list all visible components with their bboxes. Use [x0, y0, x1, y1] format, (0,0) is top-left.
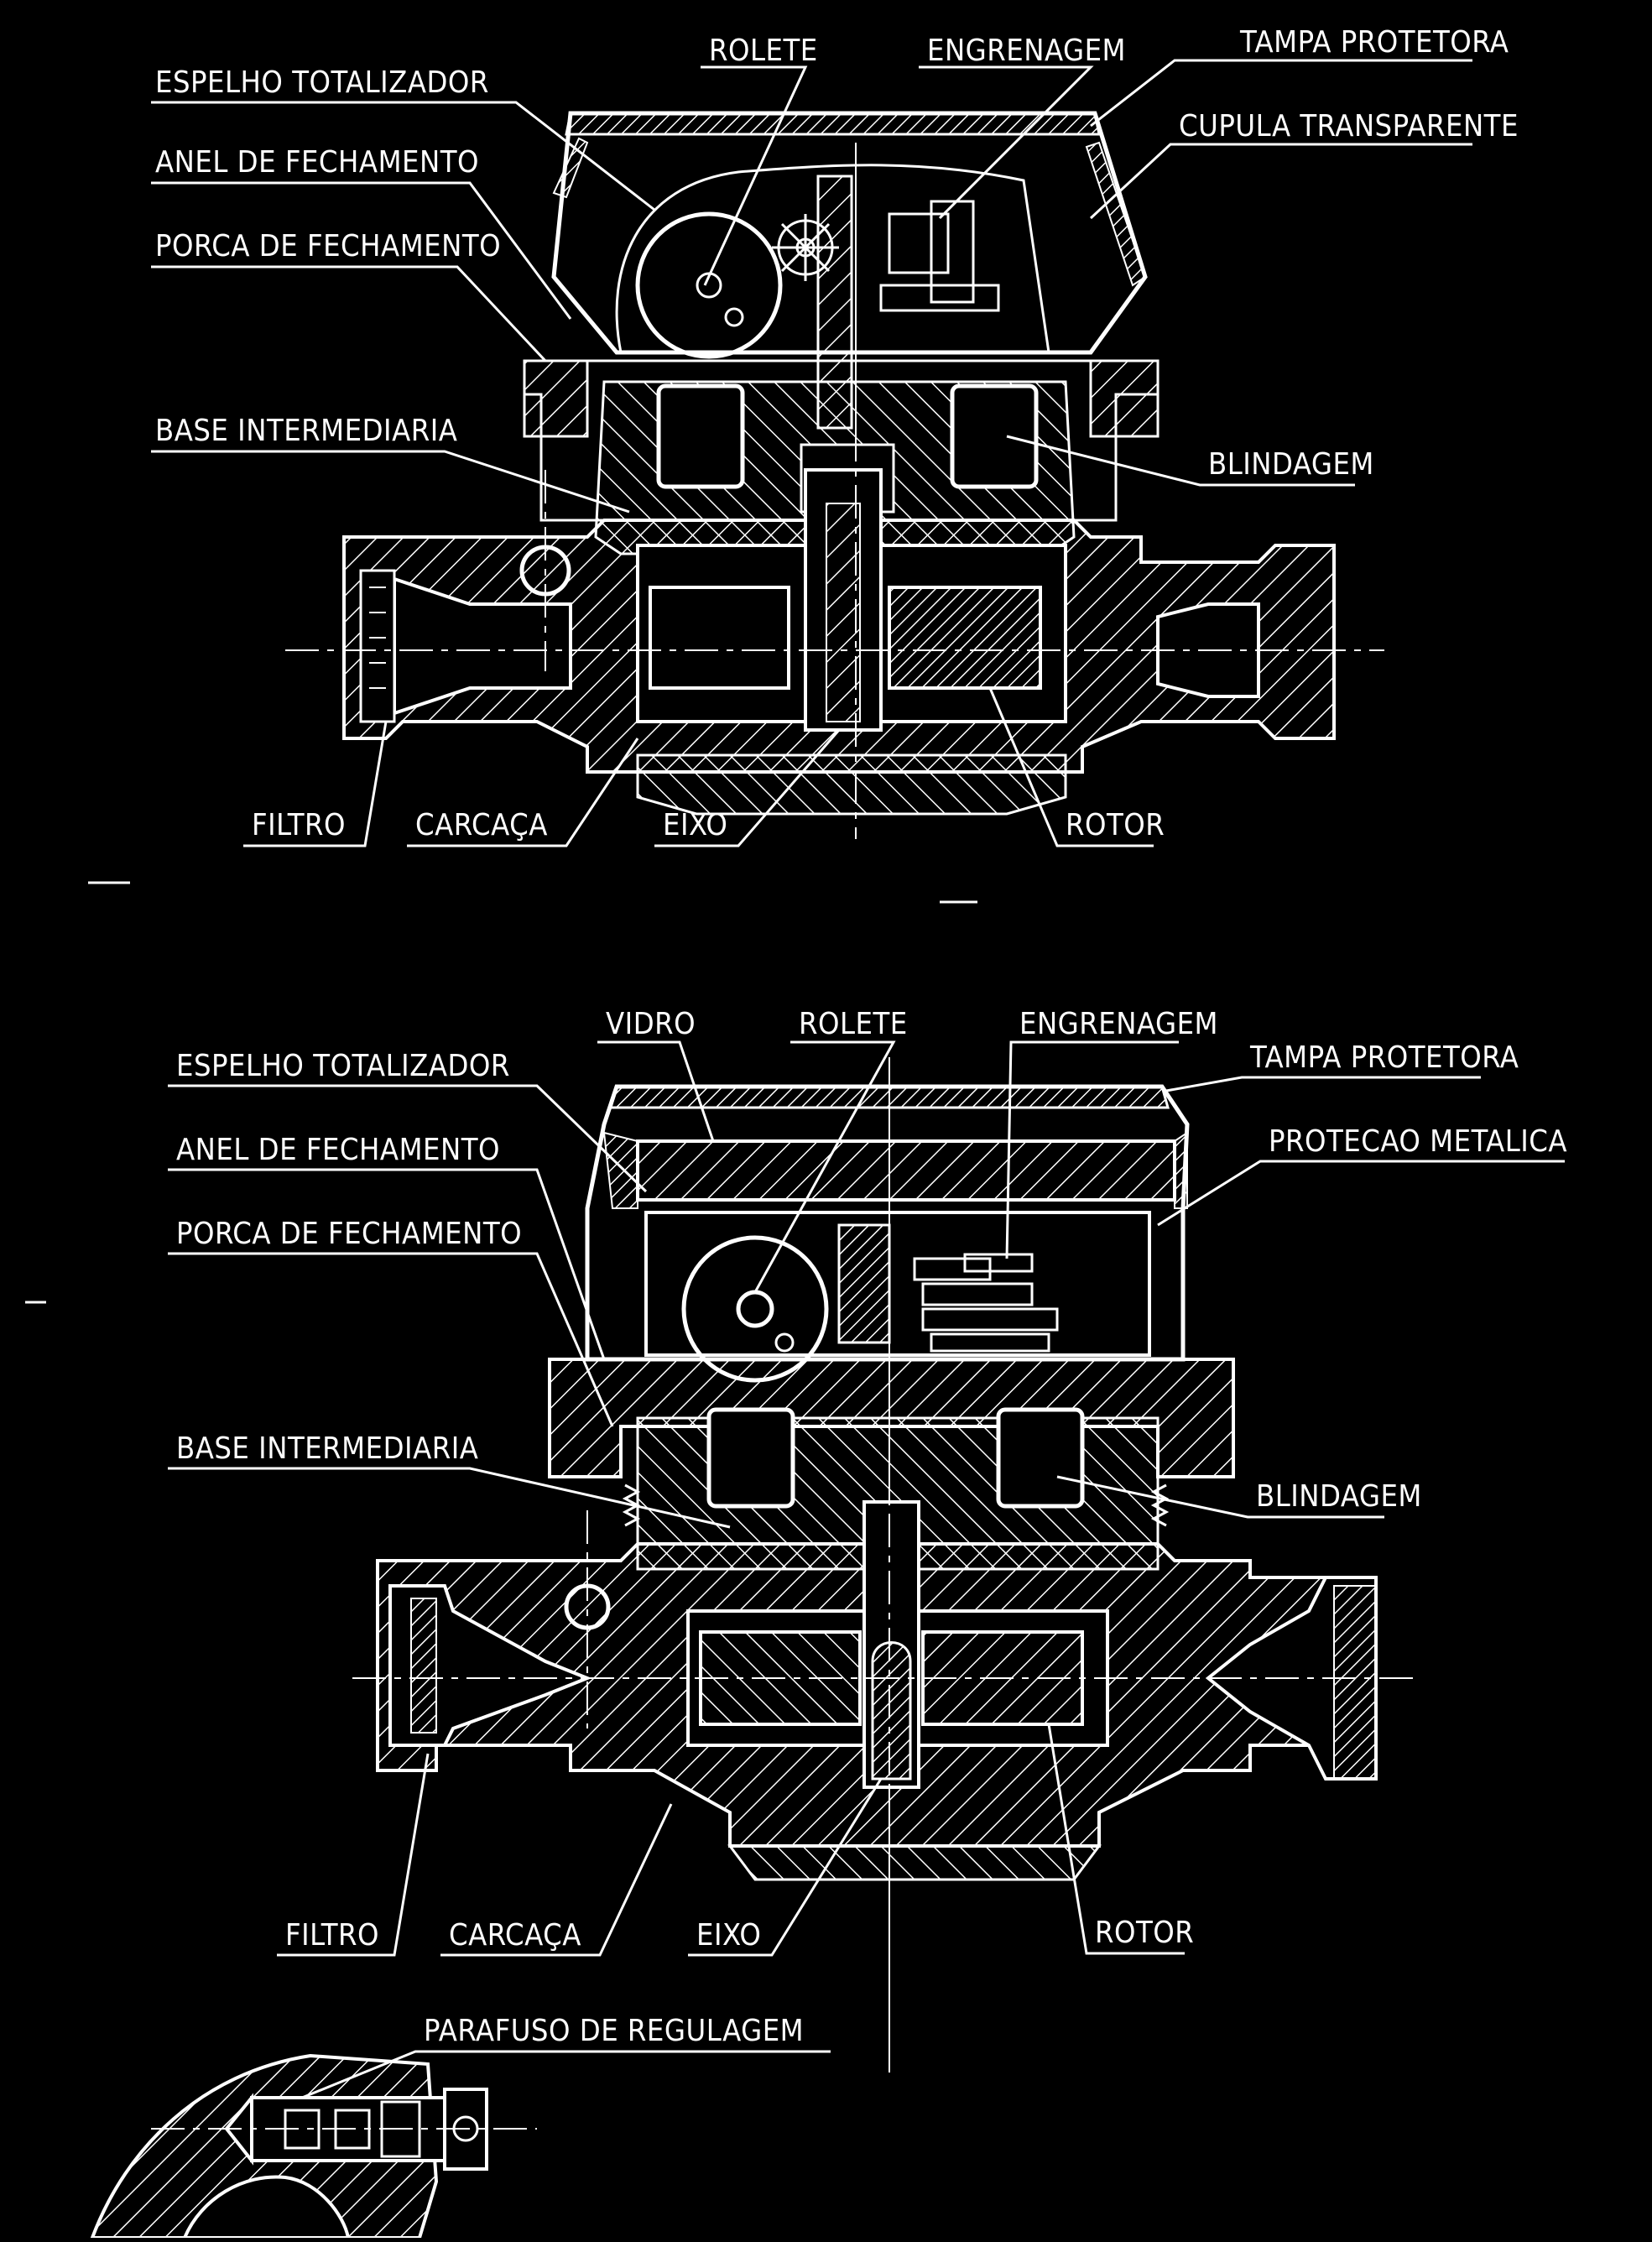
bottom-label-espelho: ESPELHO TOTALIZADOR [176, 1049, 510, 1083]
top-label-porca: PORCA DE FECHAMENTO [155, 229, 501, 263]
bottom-blindagem-right [996, 1407, 1085, 1509]
bottom-label-engrenagem: ENGRENAGEM [1019, 1007, 1218, 1041]
top-label-blindagem: BLINDAGEM [1208, 447, 1374, 482]
bottom-label-anel: ANEL DE FECHAMENTO [176, 1133, 500, 1167]
detail-parafuso-section: PARAFUSO DE REGULAGEM [90, 2014, 831, 2239]
bottom-label-base: BASE INTERMEDIARIA [176, 1431, 478, 1466]
top-meter-section: ESPELHO TOTALIZADOR ANEL DE FECHAMENTO P… [151, 25, 1519, 847]
bottom-label-tampa: TAMPA PROTETORA [1249, 1040, 1519, 1075]
top-filtro [359, 569, 396, 723]
top-rotor [888, 586, 1042, 690]
top-blindagem-right [950, 383, 1039, 489]
top-label-eixo: EIXO [663, 808, 727, 842]
top-mirror-housing [615, 164, 1050, 353]
top-label-tampa: TAMPA PROTETORA [1239, 25, 1509, 60]
bottom-label-porca: PORCA DE FECHAMENTO [176, 1217, 522, 1251]
bottom-protecao-metalica [644, 1211, 1151, 1357]
top-label-rotor: ROTOR [1066, 808, 1165, 842]
detail-label-parafuso: PARAFUSO DE REGULAGEM [424, 2014, 804, 2048]
bottom-meter-section: VIDRO ROLETE ENGRENAGEM ESPELHO TOTALIZA… [168, 1007, 1567, 2073]
top-blindagem-left [656, 383, 745, 489]
top-label-rolete: ROLETE [709, 34, 818, 68]
bottom-filtro [388, 1584, 592, 1747]
bottom-engrenagem-train [837, 1223, 1059, 1353]
bottom-label-protecao: PROTECAO METALICA [1269, 1124, 1567, 1159]
bottom-blindagem-left [706, 1407, 795, 1509]
bottom-vidro [636, 1139, 1176, 1202]
top-label-engrenagem: ENGRENAGEM [927, 34, 1126, 68]
bottom-label-eixo: EIXO [696, 1918, 761, 1953]
bottom-label-rotor: ROTOR [1095, 1916, 1194, 1950]
top-rolete-wheel [635, 211, 783, 359]
top-label-base: BASE INTERMEDIARIA [155, 414, 457, 448]
top-label-espelho: ESPELHO TOTALIZADOR [155, 65, 489, 100]
bottom-label-carcaca: CARCAÇA [449, 1918, 581, 1953]
bottom-label-rolete: ROLETE [799, 1007, 908, 1041]
bottom-label-vidro: VIDRO [606, 1007, 696, 1041]
top-label-cupula: CUPULA TRANSPARENTE [1179, 109, 1519, 143]
bottom-label-filtro: FILTRO [285, 1918, 379, 1953]
bottom-label-blindagem: BLINDAGEM [1256, 1479, 1422, 1514]
top-label-anel: ANEL DE FECHAMENTO [155, 145, 479, 180]
top-tampa-band [565, 112, 1101, 136]
top-label-filtro: FILTRO [252, 808, 346, 842]
top-label-carcaca: CARCAÇA [415, 808, 548, 842]
